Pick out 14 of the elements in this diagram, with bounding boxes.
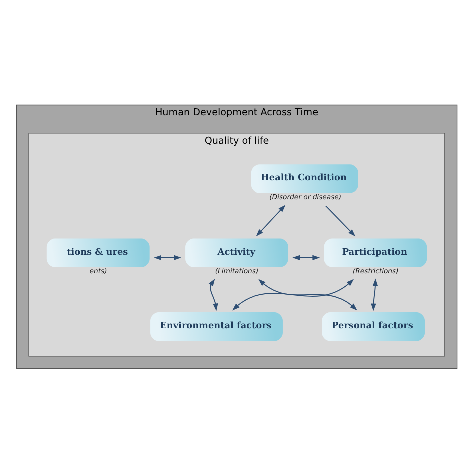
node-box: Participation — [324, 238, 428, 268]
arrow — [258, 279, 358, 311]
arrow — [256, 205, 286, 237]
arrow — [292, 255, 320, 261]
node-box: Activity — [186, 238, 288, 268]
node-box: Health Condition — [251, 164, 358, 194]
arrow — [208, 279, 218, 312]
arrow — [325, 206, 356, 237]
node-box: Personal factors — [322, 312, 426, 342]
node-box: Environmental factors — [150, 312, 283, 342]
node-box: tions & ures — [46, 238, 150, 268]
arrow — [371, 278, 378, 312]
arrow — [154, 255, 182, 261]
arrow — [232, 279, 354, 311]
